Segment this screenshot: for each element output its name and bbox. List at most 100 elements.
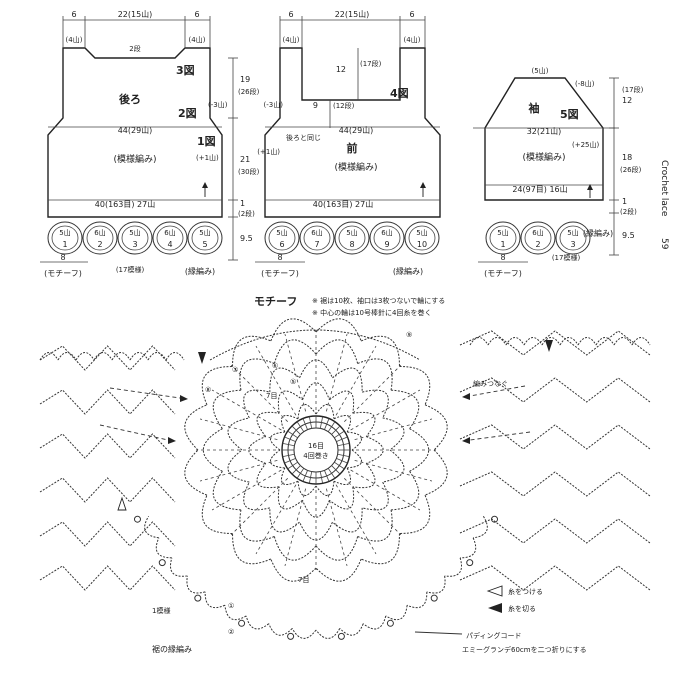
front-panel-outline (264, 47, 441, 218)
hem-scallop (245, 615, 270, 630)
petal-loop (362, 481, 389, 511)
petal-loop (256, 463, 280, 489)
padding-cord-label: パディングコード (466, 631, 522, 640)
net-mesh (459, 518, 651, 544)
petal-loop (352, 463, 376, 489)
row-label-5: ⑤ (290, 378, 296, 386)
back-motif-label: (モチーフ) (44, 269, 82, 278)
radial-stitch (350, 389, 421, 431)
motif-count: 6山 (381, 228, 392, 237)
sleeve-panel-outline (484, 77, 604, 201)
petal-loop (201, 366, 233, 406)
row-label-7: ⑦ (232, 366, 238, 374)
motif-circle (520, 221, 556, 255)
petal-loop (360, 533, 400, 565)
motif-circle (152, 221, 188, 255)
petal-loop (357, 509, 393, 542)
net-mesh (459, 471, 651, 497)
petal-loop (184, 449, 208, 496)
sleeve-width-inc: (+25山) (572, 140, 600, 149)
petal-loop (277, 390, 303, 414)
petal-loop (315, 536, 359, 561)
center-stitch (319, 471, 324, 484)
center-stitch (337, 453, 350, 458)
center-stitch (287, 430, 298, 439)
center-stitch (334, 461, 345, 470)
back-shoulder-left-sub: (4山) (66, 35, 83, 44)
front-shoulder-left-sub: (4山) (283, 35, 300, 44)
petal-loop (333, 415, 351, 433)
petal-loop (424, 449, 448, 496)
petal-loop (273, 536, 317, 561)
front-back-note: 後ろと同じ (286, 133, 321, 142)
petal-loop (227, 417, 250, 451)
row-label-7-lower: 7目 (298, 576, 309, 584)
radial-stitch (325, 333, 348, 412)
petal-loop (201, 494, 233, 534)
hem-scallop (315, 628, 341, 639)
sleeve-height-edge: 1 (622, 197, 627, 206)
sleeve-cuff-width: 24(97目) 16山 (512, 184, 567, 194)
front-neck-depth-sub: (17段) (360, 59, 382, 68)
center-stitch (296, 468, 305, 479)
back-height-motif: 9.5 (240, 234, 253, 243)
hem-scallop (339, 623, 364, 636)
motif-center-wrap: 4回巻き (303, 451, 328, 460)
center-stitch (336, 436, 348, 442)
join-arrowhead (180, 395, 188, 402)
top-chain (57, 352, 77, 361)
petal-loop (332, 367, 363, 393)
radial-stitch (335, 484, 377, 555)
front-pattern: (模様編み) (334, 161, 377, 173)
sleeve-top-dec: (-8山) (575, 79, 595, 88)
top-chain (541, 337, 561, 346)
back-armhole-dec: (-3山) (208, 100, 228, 109)
petal-loop (239, 509, 275, 542)
petal-loop (270, 449, 285, 469)
back-edging: (縁編み) (185, 266, 215, 276)
petal-loop (399, 366, 431, 406)
top-chain (577, 337, 597, 346)
petal-loop (332, 507, 363, 533)
motif-number: 8 (349, 240, 354, 249)
hem-scallop (460, 537, 477, 559)
petal-loop (315, 558, 362, 582)
center-stitch (331, 465, 341, 475)
top-chain (487, 337, 507, 346)
cut-yarn-marker (545, 340, 553, 352)
sleeve-top: (5山) (532, 66, 549, 75)
sleeve-panel-schematic: (5山) (-8山) 袖 5図 32(21山) (+25山) (模様編み) 24… (473, 66, 644, 278)
back-mark-1: 1図 (197, 134, 216, 148)
front-motif-label: (モチーフ) (261, 269, 299, 278)
petal-loop (382, 417, 405, 451)
petal-loop (277, 486, 303, 510)
hem-scallop (473, 515, 488, 539)
petal-loop (302, 382, 330, 400)
net-mesh (39, 565, 176, 591)
petal-loop (391, 389, 420, 429)
petal-loop (299, 521, 333, 541)
radial-stitch (354, 459, 433, 482)
petal-loop (212, 389, 241, 429)
petal-loop (243, 389, 270, 419)
petal-loop (366, 436, 384, 464)
center-stitch (319, 416, 324, 429)
sleeve-height-arm-sub: (26段) (620, 165, 642, 174)
center-stitch (287, 461, 298, 470)
cut-yarn-icon (488, 603, 502, 613)
top-chain (75, 352, 95, 361)
front-armhole-dec: (-3山) (264, 100, 284, 109)
petal-loop (360, 335, 400, 367)
front-panel-schematic: 6 (4山) 22(15山) 6 (4山) 12 (17段) 9 (12段) 4… (255, 9, 441, 278)
petal-loop (315, 481, 335, 496)
motif-number: 2 (535, 240, 540, 249)
motif-note-2: ※ 中心の輪は10号棒針に4回糸を巻く (312, 308, 431, 317)
motif-count: 5山 (129, 228, 140, 237)
motif-inner-ring (268, 225, 296, 251)
front-inner-depth-sub: (12段) (333, 101, 355, 110)
petal-loop (212, 471, 241, 511)
back-shoulder-right-sub: (4山) (189, 35, 206, 44)
petal-loop (270, 558, 317, 582)
petal-loop (203, 428, 223, 472)
